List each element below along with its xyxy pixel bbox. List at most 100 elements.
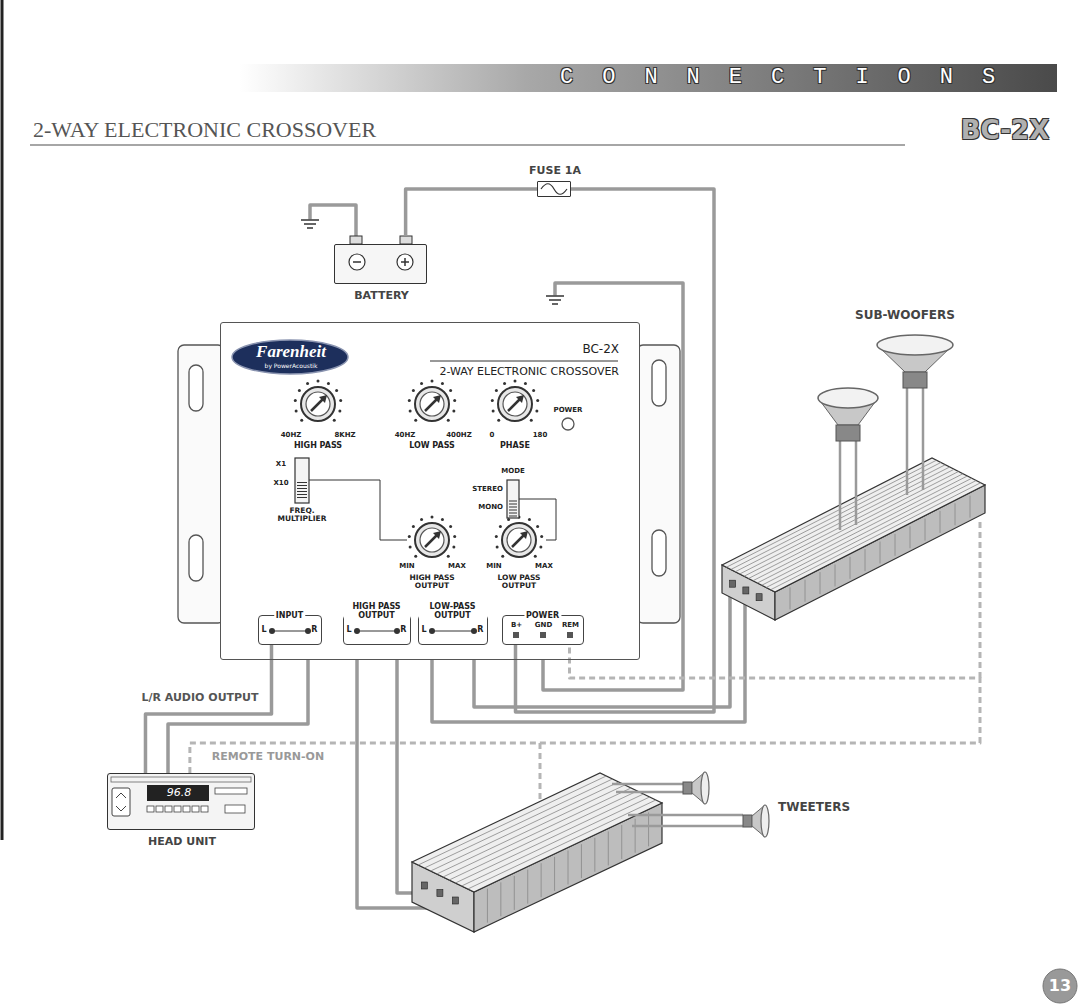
knob-dot [431, 516, 434, 519]
ground-symbol [549, 299, 561, 301]
ground-symbol [546, 295, 564, 297]
knob-dot [491, 399, 494, 402]
scale-label: 180 [533, 432, 548, 440]
subwoofer-rim [818, 388, 878, 408]
heatsink-fin [462, 797, 650, 886]
knob-dot [412, 525, 415, 528]
wire-label: REMOTE TURN-ON [210, 751, 326, 763]
switch-position: STEREO [472, 486, 503, 494]
node-text: REM [562, 622, 579, 630]
knob-dot [495, 389, 498, 392]
heatsink-fin [753, 474, 963, 581]
knob-pointer [520, 531, 528, 539]
heatsink-fin [443, 788, 631, 877]
knob [503, 392, 527, 416]
scale-label: 0 [490, 432, 495, 440]
switch-ridge [297, 488, 307, 489]
page-number-badge [1043, 969, 1077, 1003]
knob-dot [449, 525, 452, 528]
knob-dot [514, 380, 517, 383]
rca-jack [471, 628, 477, 634]
knob-dot [501, 555, 504, 558]
speaker-cable [839, 434, 842, 530]
preset-button [183, 806, 190, 812]
heatsink-fin [437, 785, 625, 874]
display [147, 785, 209, 801]
power-panel: POWERB+GNDREM [502, 615, 584, 645]
rca-jack [269, 628, 275, 634]
header-bar [240, 64, 1057, 92]
amp-terminal [452, 897, 458, 904]
switch-position: X10 [273, 480, 288, 488]
component-label: SUB-WOOFERS [855, 309, 955, 322]
knob-dot [539, 546, 542, 549]
preset-button [147, 806, 154, 812]
heatsink-fin [608, 831, 609, 865]
ground-symbol [307, 227, 313, 229]
switch-ridge [297, 485, 307, 486]
speaker-cable [922, 388, 925, 490]
panel-heading: HIGH PASS OUTPUT [344, 603, 410, 621]
knob-dot [327, 382, 330, 385]
jack-link [432, 631, 474, 632]
heatsink-fin [568, 851, 569, 885]
knob-dot [298, 389, 301, 392]
knob-dot [447, 419, 450, 422]
indicator-label: POWER [554, 407, 583, 415]
wire-connector [516, 189, 715, 712]
control-label: LOW PASS [409, 442, 455, 451]
volume-arrows [116, 793, 126, 811]
rca-jack [394, 628, 400, 634]
input-panel: INPUTLR [258, 615, 322, 645]
heatsink-fin [726, 460, 936, 567]
knob [507, 528, 531, 552]
power-terminal [513, 632, 519, 638]
knob-dot [420, 382, 423, 385]
knob-dot [496, 546, 499, 549]
amp-terminal [437, 890, 443, 897]
remote-cable [979, 518, 982, 678]
title-rule [30, 144, 905, 146]
fuse-element [541, 184, 567, 195]
preset-button [201, 806, 208, 812]
node-text: L [347, 626, 352, 635]
mounting-slot [189, 535, 203, 581]
model-logo: BC-2X [961, 116, 1049, 145]
control-label: FREQ. MULTIPLIER [271, 507, 333, 524]
node-text: by PowerAcoustik [236, 363, 346, 370]
knob-dot [499, 525, 502, 528]
scale-label: 8KHZ [334, 432, 355, 440]
knob-dot [452, 410, 455, 413]
speaker-cable [855, 434, 858, 525]
knob [498, 387, 532, 421]
knob-dot [409, 410, 412, 413]
mounting-slot [652, 360, 666, 406]
heatsink-fin [449, 791, 637, 880]
knob-dot [453, 535, 456, 538]
switch-ridge [509, 504, 517, 505]
switch-ridge [509, 516, 517, 517]
switch-ridge [509, 501, 517, 502]
control-label: PHASE [500, 442, 530, 451]
knob-pointer [311, 399, 323, 411]
control-bracket [309, 480, 407, 540]
knob-dot [317, 380, 320, 383]
node-text: GND [535, 622, 552, 630]
heatsink-fin [835, 564, 836, 586]
knob-dot [339, 399, 342, 402]
knob-dot [431, 380, 434, 383]
knob-dot [536, 399, 539, 402]
node-text: BATTERY [325, 290, 438, 302]
knob-dot [540, 535, 543, 538]
knob-pointer [433, 395, 441, 403]
page-rule [1, 0, 4, 840]
switch-ridge [509, 510, 517, 511]
heatsink-fin [594, 838, 595, 872]
node-text: HEAD UNIT [98, 836, 266, 848]
slide-switch [295, 458, 309, 503]
battery-body [334, 244, 427, 284]
knob [420, 528, 444, 552]
mounting-slot [652, 530, 666, 576]
